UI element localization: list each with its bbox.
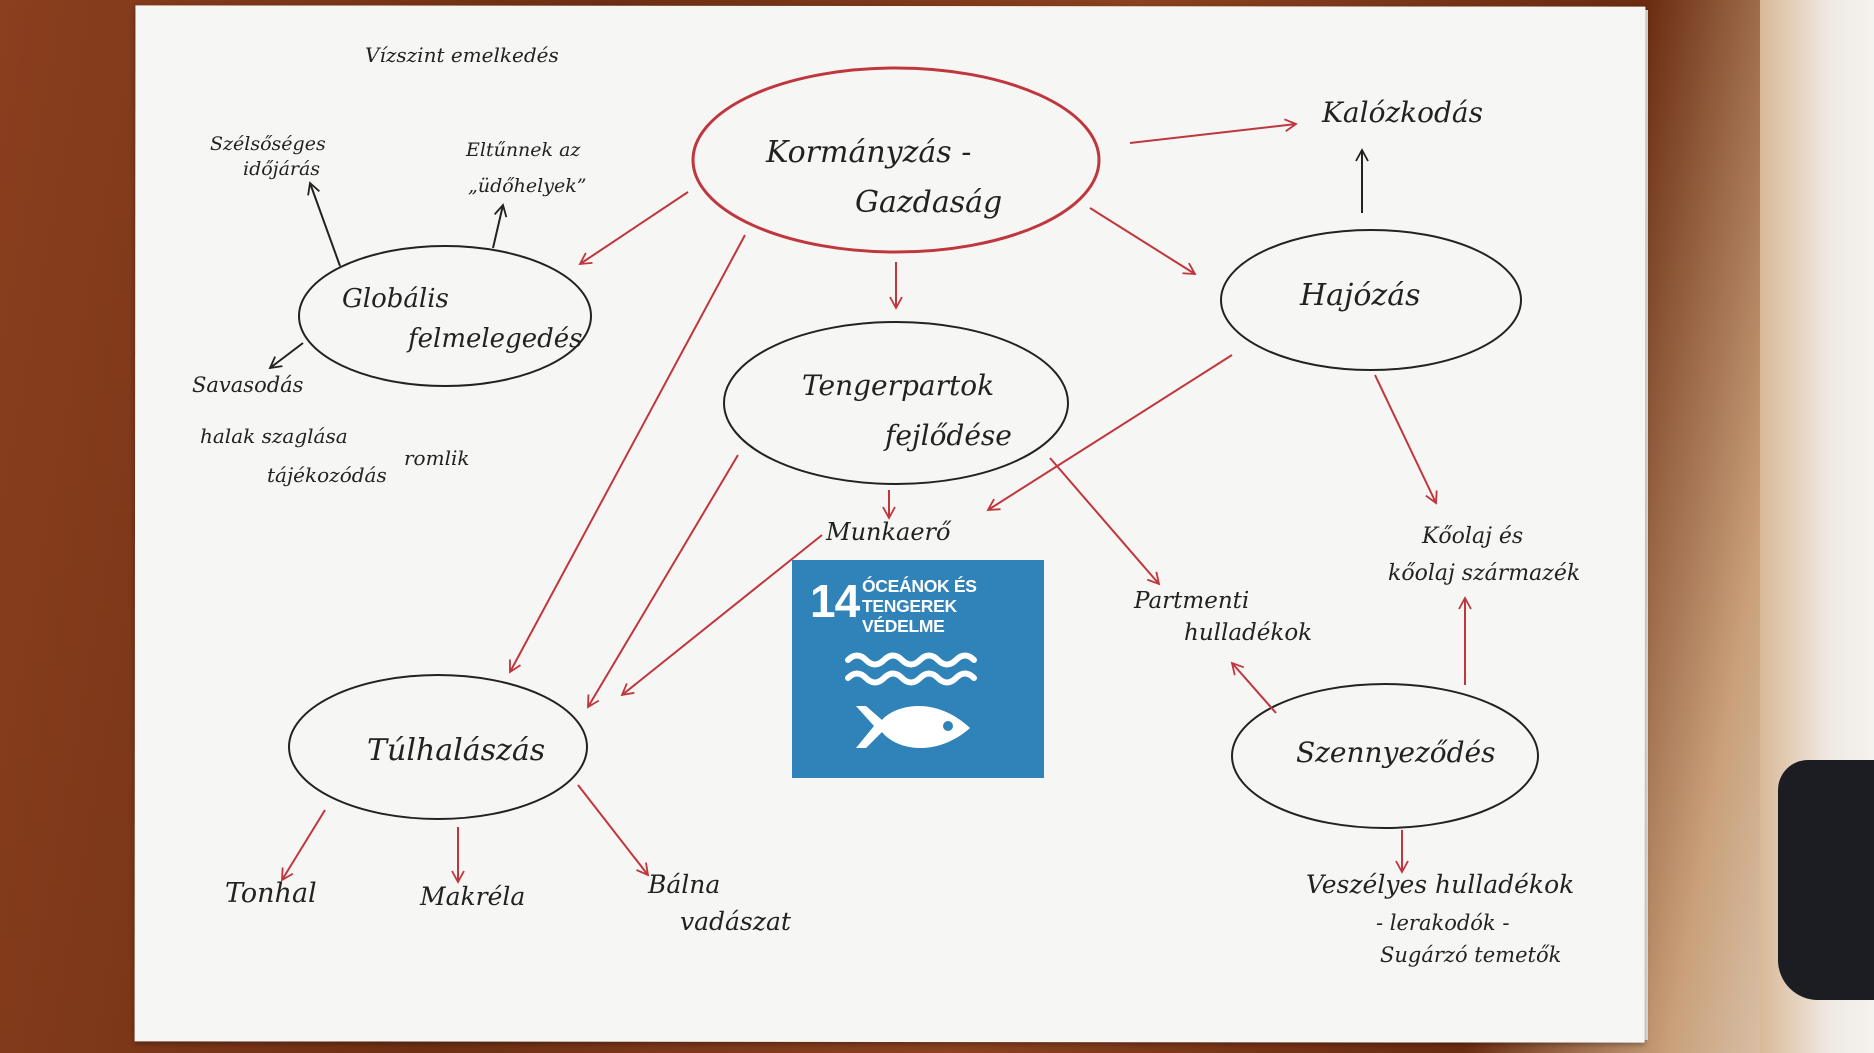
arrow-shipping-oil [1374,374,1438,505]
whaling-line1: Bálna [647,870,720,899]
arrow-center-piracy [1129,118,1298,144]
hazardous-line3: Sugárzó temetők [1380,943,1561,967]
arrow-labour-overfishing [620,534,823,697]
coast-line1: Tengerpartok [802,369,994,402]
red-arrows [281,118,1472,884]
weather-line2: időjárás [243,158,320,180]
tuna-label: Tonhal [225,878,317,909]
coastal-waste-line1: Partmenti [1133,588,1249,614]
oil-line2: kőolaj származék [1388,561,1580,586]
worsens-label: romlik [404,446,469,470]
arrow-warming-acidification [268,342,304,370]
node-overfishing-ellipse [288,674,588,820]
arrow-warming-habitats [492,203,508,249]
arrow-center-warming [578,191,689,266]
pollution-label: Szennyeződés [1296,736,1495,769]
shipping-label: Hajózás [1299,278,1421,313]
arrow-center-shipping [1089,207,1197,276]
weather-line1: Szélsőséges [210,133,326,155]
sdg-title-line1: ÓCEÁNOK ÉS [862,576,977,596]
warming-line2: felmelegedés [406,324,582,354]
overfishing-label: Túlhalászás [367,733,545,768]
dark-object [1778,760,1874,1000]
sdg-14-card: 14 ÓCEÁNOK ÉS TENGEREK VÉDELME [792,560,1044,778]
center-line2: Gazdaság [855,185,1002,220]
fish-sense-line1: halak szaglása [200,424,348,448]
node-shipping-ellipse [1220,229,1522,371]
fish-sense-line2: tájékozódás [267,463,387,487]
arrow-shipping-labour [986,354,1233,512]
whaling-line2: vadászat [680,907,792,936]
arrow-coast-overfishing [587,454,739,709]
black-arrows [268,148,1369,370]
warming-line1: Globális [342,284,449,314]
arrow-warming-weather [307,181,341,267]
node-center-ellipse [691,66,1101,254]
node-coast-ellipse [723,321,1069,485]
hazardous-line1: Veszélyes hulladékok [1306,870,1574,899]
labour-label: Munkaerő [825,518,952,546]
oil-line1: Kőolaj és [1421,524,1523,549]
mackerel-label: Makréla [419,882,525,911]
arrow-overfishing-tuna [281,809,326,882]
arrow-overfishing-whaling [577,784,650,877]
arrow-pollution-waste [1230,661,1277,714]
piracy-label: Kalózkodás [1321,96,1483,129]
coast-line2: fejlődése [883,419,1012,452]
arrow-coast-waste [1049,457,1161,586]
center-line1: Kormányzás - [765,135,971,170]
coastal-waste-line2: hulladékok [1184,620,1312,646]
node-pollution-ellipse [1231,683,1539,829]
habitats-line2: „üdőhelyek” [468,175,586,197]
node-warming-ellipse [298,245,592,387]
habitats-line1: Eltűnnek az [465,139,581,161]
sdg-title: ÓCEÁNOK ÉS TENGEREK VÉDELME [862,576,1042,636]
sea-level-label: Vízszint emelkedés [365,43,559,67]
sdg-title-line2: TENGEREK VÉDELME [862,596,957,636]
acidification-label: Savasodás [192,373,304,397]
arrow-center-overfishing [509,234,746,674]
waves-fish-icon [845,652,977,749]
hazardous-line2: - lerakodók - [1376,911,1509,935]
sdg-number: 14 [810,575,860,627]
